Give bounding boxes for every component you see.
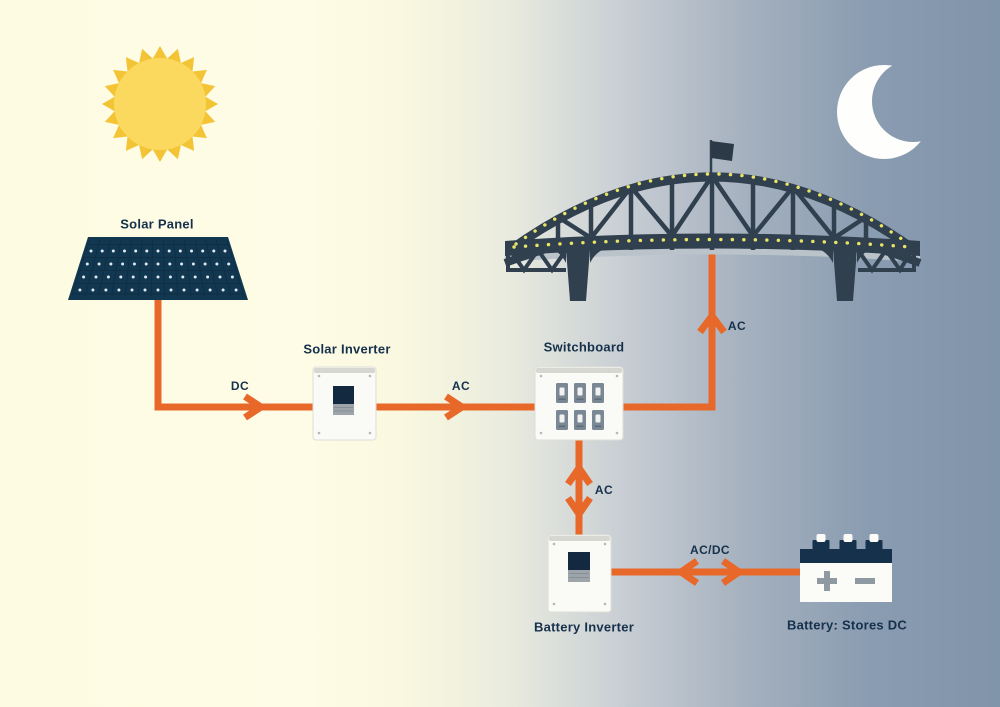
wires <box>154 252 806 586</box>
wire-switchboard-to-bridge <box>620 252 716 411</box>
battery-terminals-symbols <box>817 571 875 591</box>
arrow-ac-up-small <box>565 461 593 486</box>
solar-panel-icon <box>68 237 248 300</box>
solar-panel-label: Solar Panel <box>120 216 194 232</box>
battery-icon <box>800 534 892 602</box>
flow-label-ac-battery-inverter: AC <box>594 483 614 497</box>
arrow-ac-up-bridge <box>697 310 727 335</box>
switchboard-label: Switchboard <box>543 339 625 355</box>
battery-inverter-label: Battery Inverter <box>533 619 635 635</box>
arrow-acdc-left <box>674 558 699 586</box>
flag-icon <box>709 140 734 178</box>
flow-label-ac-bridge: AC <box>727 319 747 333</box>
switchboard-icon <box>534 366 624 441</box>
arrow-ac-down-small <box>565 496 593 521</box>
arrow-acdc-right <box>721 558 746 586</box>
flow-label-dc: DC <box>230 379 250 393</box>
solar-inverter-label: Solar Inverter <box>303 341 391 357</box>
arrow-ac-right <box>444 393 469 421</box>
moon-icon <box>837 65 931 159</box>
battery-label: Battery: Stores DC <box>786 617 908 633</box>
battery-inverter-icon <box>547 534 612 613</box>
arrow-dc-right <box>243 393 268 421</box>
sun-icon <box>102 46 218 162</box>
bridge-lights <box>512 172 913 249</box>
flow-label-ac-1: AC <box>451 379 471 393</box>
solar-inverter-icon <box>312 366 377 441</box>
flow-label-acdc: AC/DC <box>690 543 730 557</box>
bridge-icon <box>503 140 922 301</box>
